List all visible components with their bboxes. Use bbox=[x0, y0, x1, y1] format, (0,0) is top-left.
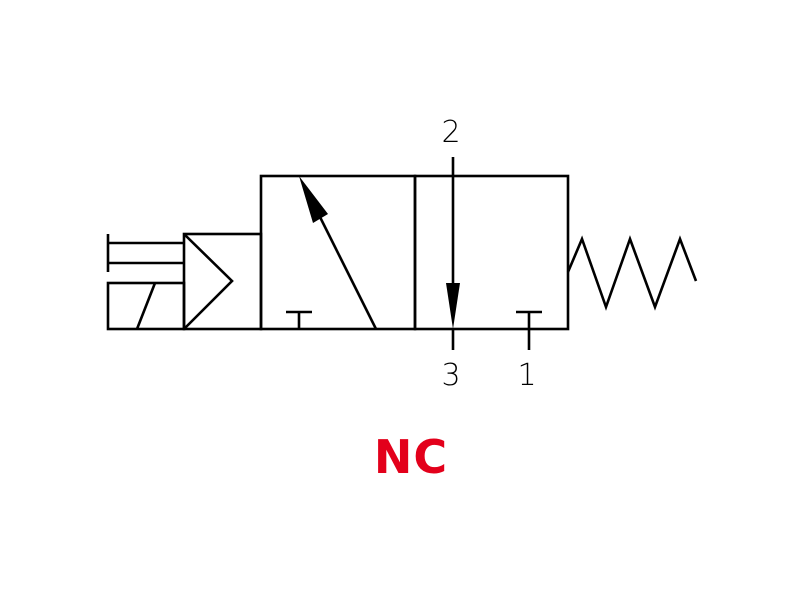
pilot-triangle bbox=[183, 233, 234, 330]
return-spring bbox=[566, 235, 698, 311]
port-label-1: 1 bbox=[517, 358, 537, 393]
pilot-box bbox=[182, 232, 263, 331]
valve-type-label: NC bbox=[373, 430, 449, 484]
solenoid-coil-slash bbox=[135, 282, 157, 330]
position-box-right bbox=[413, 174, 570, 331]
port-label-2: 2 bbox=[441, 115, 461, 150]
actuator-group bbox=[106, 232, 263, 331]
flow-arrow-head-down bbox=[446, 283, 460, 329]
port-label-3: 3 bbox=[441, 358, 461, 393]
valve-position-left bbox=[259, 174, 417, 331]
flow-arrow-head-up bbox=[299, 176, 328, 223]
valve-position-right bbox=[413, 157, 570, 350]
